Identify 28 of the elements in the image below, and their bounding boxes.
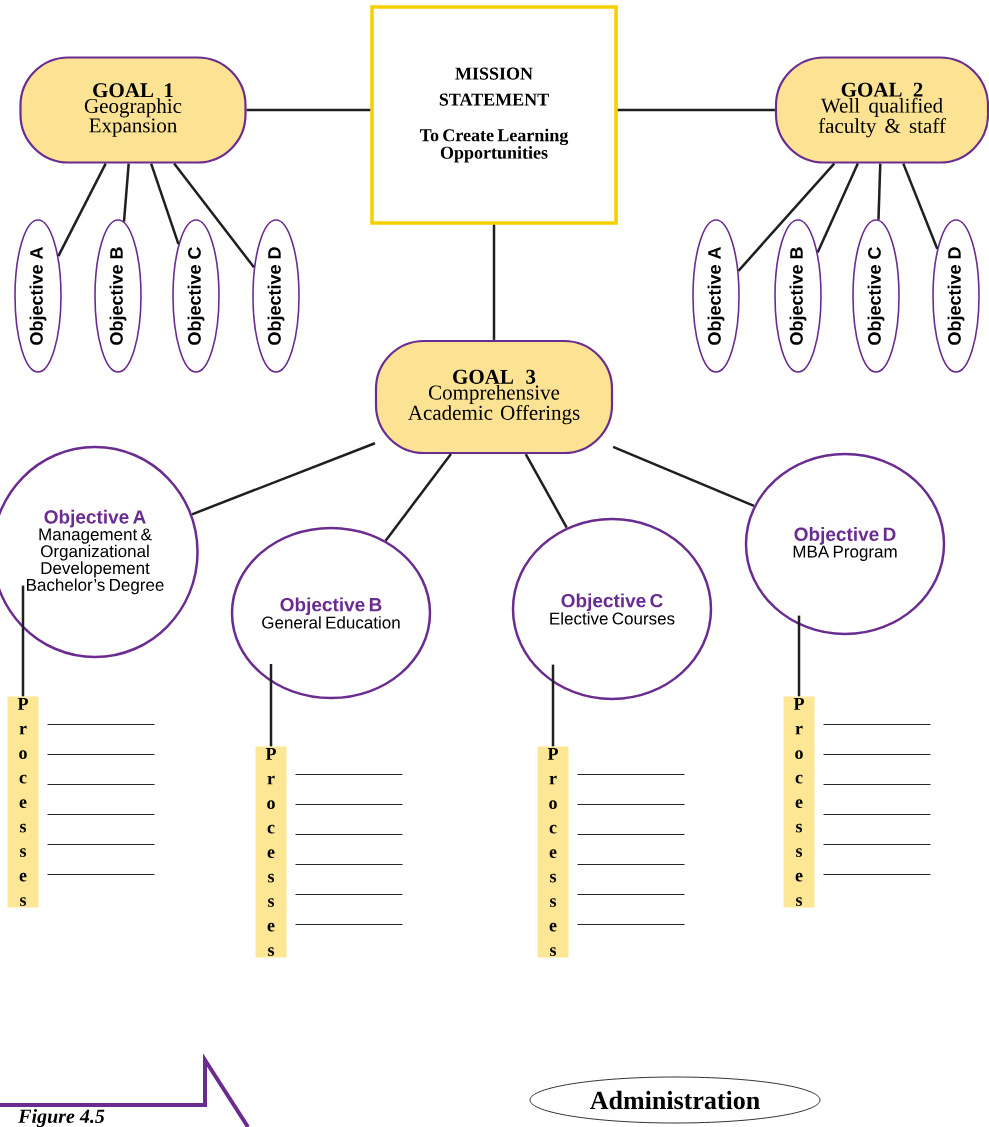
connector-line xyxy=(149,163,180,245)
connector-line xyxy=(21,585,25,697)
connector-line xyxy=(524,453,568,529)
goal-box: GOAL 3 Comprehensive Academic Offerings xyxy=(374,339,614,455)
connector-line xyxy=(902,163,939,250)
goal-box: GOAL 2 Well qualified faculty & staff xyxy=(774,56,989,164)
connector-line xyxy=(816,163,859,254)
connector-line xyxy=(551,664,555,747)
connector-line xyxy=(269,664,273,747)
connector-line xyxy=(57,163,107,257)
connector-line xyxy=(492,224,496,340)
connector-line xyxy=(173,162,255,269)
connector-line xyxy=(797,615,801,697)
processes-bar: Processes xyxy=(537,746,569,958)
connector-line xyxy=(246,108,371,112)
connector-line xyxy=(877,163,882,220)
connector-line xyxy=(122,163,130,222)
goal-box: GOAL 1 Geographic Expansion xyxy=(19,56,247,164)
connector-line xyxy=(191,442,376,516)
mission-box: MISSION STATEMENT To Create Learning Opportunities xyxy=(370,5,618,225)
processes-bar: Processes xyxy=(255,746,287,958)
connector-line xyxy=(617,108,775,112)
processes-bar: Processes xyxy=(7,696,39,908)
figure-label: Figure 4.5 xyxy=(18,1108,105,1127)
connector-line xyxy=(737,162,836,272)
connector-line xyxy=(612,445,755,508)
processes-bar: Processes xyxy=(783,696,815,908)
connector-line xyxy=(384,453,452,542)
